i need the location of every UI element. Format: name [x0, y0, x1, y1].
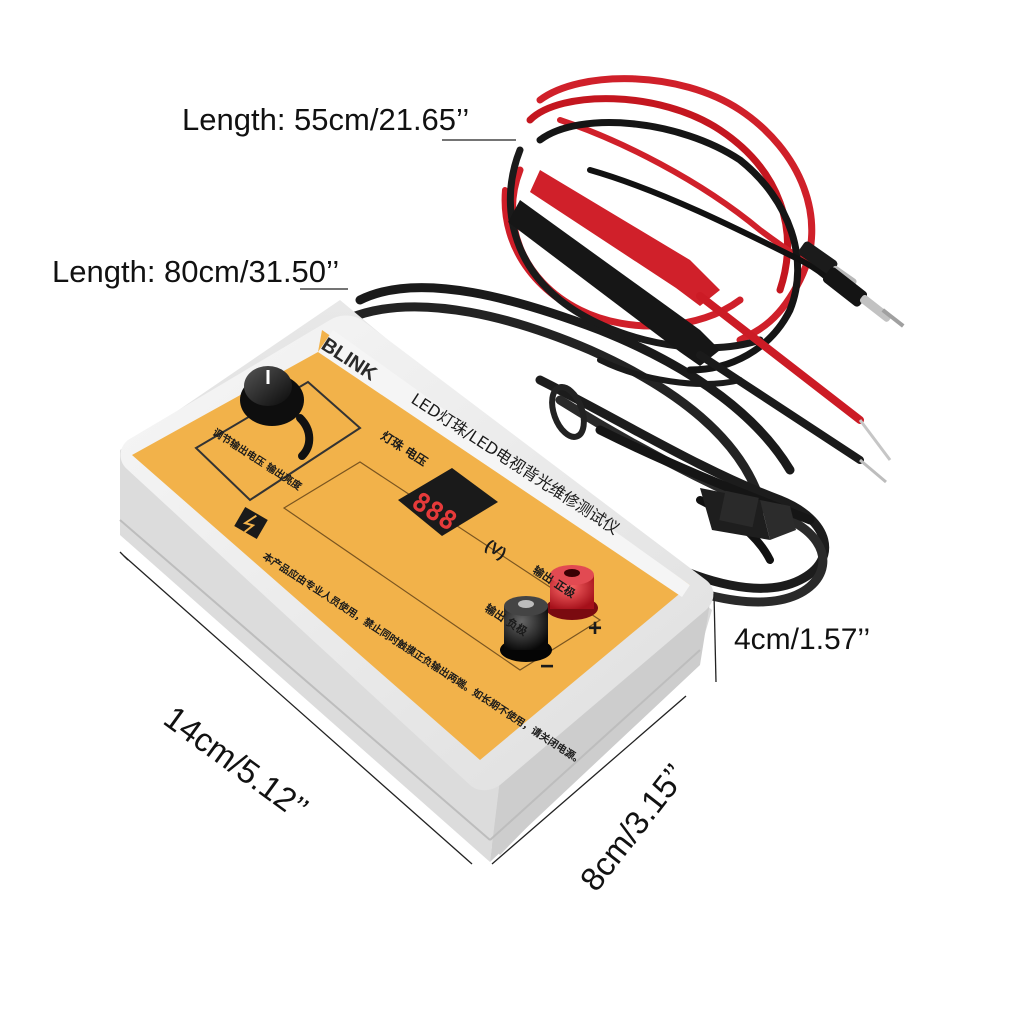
- cable-tie: [549, 384, 587, 440]
- ac-plug: [700, 488, 796, 540]
- probe-black: [508, 200, 887, 484]
- terminal-post-icon[interactable]: [546, 565, 598, 620]
- tester-device: [119, 300, 714, 862]
- negative-sign: −: [540, 653, 554, 680]
- led-display-icon: [398, 468, 498, 536]
- terminal-post-icon[interactable]: [500, 596, 552, 662]
- banana-plug-black: [822, 267, 905, 328]
- knob-icon[interactable]: [240, 366, 304, 426]
- height-label: 4cm/1.57’’: [734, 623, 871, 656]
- warning-icon: [234, 506, 268, 540]
- probe-red: [530, 170, 892, 461]
- dimension-lines: [119, 139, 717, 865]
- probe-lead-length-label: Length: 55cm/21.65’’: [182, 102, 470, 137]
- positive-sign: +: [588, 615, 602, 642]
- power-cord-length-label: Length: 80cm/31.50’’: [52, 254, 340, 289]
